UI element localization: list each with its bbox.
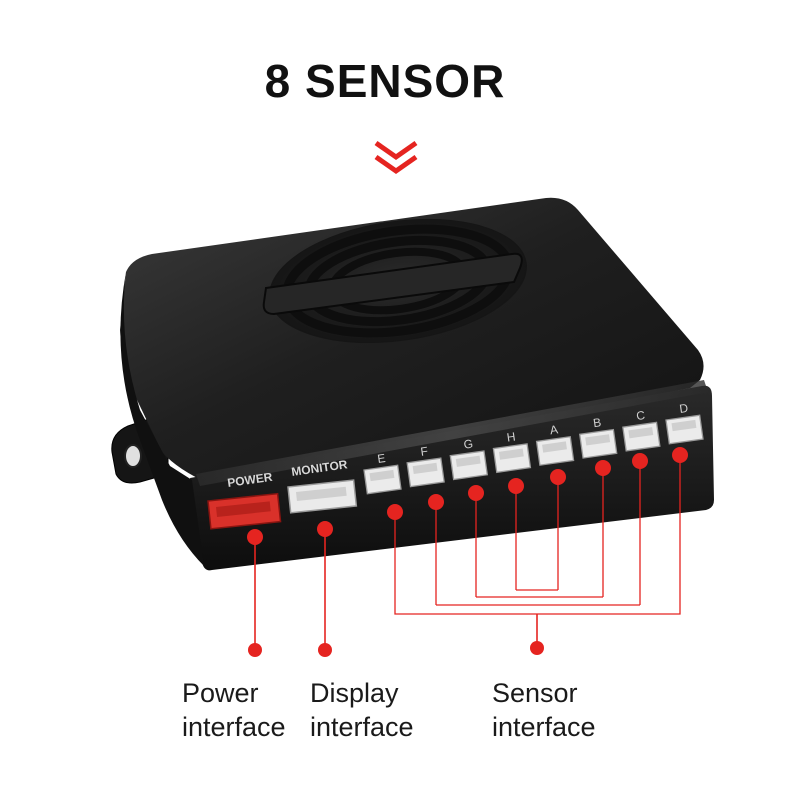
callout-dot — [428, 494, 444, 510]
sensor-port-e — [363, 464, 402, 495]
caption-line: interface — [182, 712, 286, 742]
sensor-port-label: B — [592, 415, 602, 430]
sensor-port-b — [578, 428, 618, 459]
callout-dot — [248, 643, 262, 657]
sensor-port-label: D — [678, 401, 689, 416]
double-chevron-down-icon — [374, 140, 418, 175]
sensor-port-label: F — [420, 444, 429, 459]
callout-dot — [632, 453, 648, 469]
callout-dot — [318, 643, 332, 657]
sensor-port-h — [492, 443, 532, 474]
sensor-port-f — [406, 457, 445, 488]
callout-dot — [595, 460, 611, 476]
sensor-port-c — [622, 421, 661, 452]
callout-dot — [247, 529, 263, 545]
speaker-grille — [262, 218, 528, 344]
callout-dot — [530, 641, 544, 655]
sensor-port-label: G — [463, 437, 474, 452]
display-interface-caption: Display interface — [310, 676, 414, 744]
caption-line: Sensor — [492, 678, 578, 708]
caption-line: interface — [310, 712, 414, 742]
sensor-port-label: H — [506, 429, 517, 444]
callout-dot — [468, 485, 484, 501]
callout-dot — [550, 469, 566, 485]
sensor-ports: E F G H A B C D — [363, 401, 704, 495]
callout-dot — [317, 521, 333, 537]
caption-line: Power — [182, 678, 259, 708]
callout-lines — [254, 456, 681, 650]
callout-dots — [247, 447, 688, 657]
sensor-port-label: E — [376, 451, 386, 466]
callout-dot — [387, 504, 403, 520]
sensor-port-a — [535, 435, 575, 466]
power-interface-caption: Power interface — [182, 676, 286, 744]
power-connector — [207, 492, 282, 530]
sensor-port-label: C — [635, 408, 646, 423]
caption-line: Display — [310, 678, 399, 708]
mounting-hole — [124, 444, 142, 468]
sensor-port-g — [449, 450, 489, 481]
callout-dot — [508, 478, 524, 494]
caption-line: interface — [492, 712, 596, 742]
control-box — [111, 197, 714, 571]
sensor-port-label: A — [549, 422, 559, 437]
power-port-label: POWER — [226, 470, 273, 490]
heading-title: 8 SENSOR — [264, 55, 506, 107]
monitor-connector — [287, 479, 358, 514]
sensor-port-d — [665, 414, 704, 445]
sensor-interface-caption: Sensor interface — [492, 676, 596, 744]
callout-dot — [672, 447, 688, 463]
